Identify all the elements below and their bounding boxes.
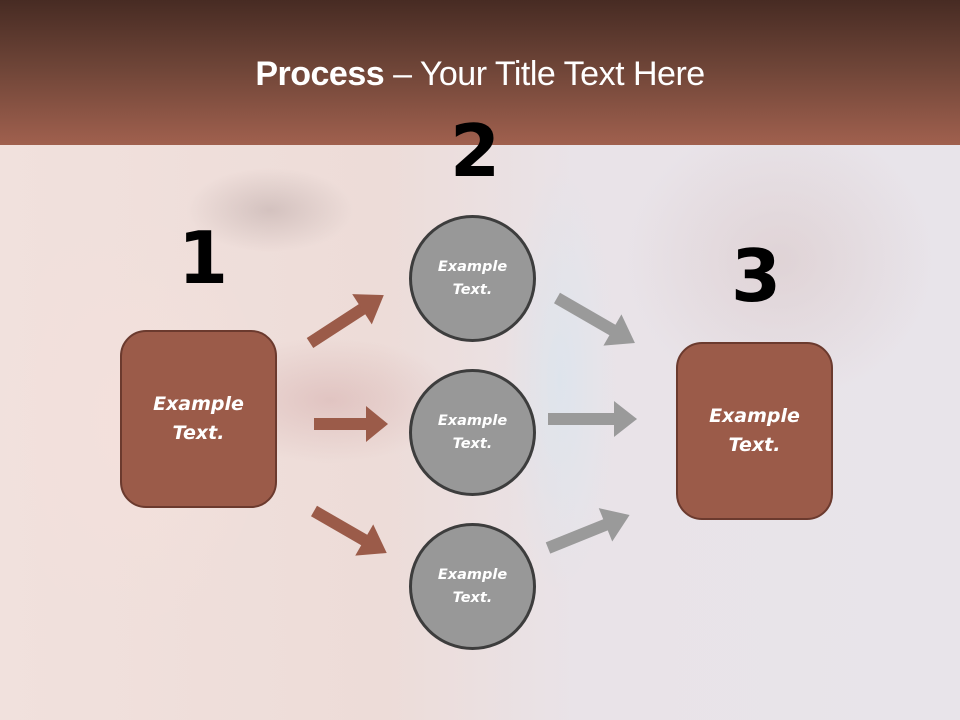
arrow-gray-right: [548, 401, 637, 437]
circle-text-line1: Example: [437, 258, 508, 275]
step-3-box[interactable]: Example Text.: [676, 342, 833, 520]
step-number-1: 1: [178, 216, 229, 300]
arrow-brown-down-right: [311, 505, 387, 556]
step-1-text-line1: Example: [153, 393, 244, 415]
arrow-gray-down-right: [554, 292, 635, 346]
title-bold: Process: [255, 55, 385, 93]
step-2-circle-middle[interactable]: Example Text.: [409, 369, 536, 496]
step-3-text-line2: Text.: [728, 434, 781, 456]
step-1-box[interactable]: Example Text.: [120, 330, 277, 508]
arrow-brown-up-right: [306, 294, 384, 349]
title-bar: [0, 0, 960, 145]
circle-text-line2: Text.: [452, 281, 493, 298]
step-number-3: 3: [731, 234, 782, 318]
step-3-text-line1: Example: [709, 405, 800, 427]
step-number-2: 2: [450, 109, 501, 193]
arrow-gray-up-right: [545, 508, 630, 554]
circle-text-line1: Example: [437, 412, 508, 429]
slide-title: Process – Your Title Text Here: [0, 55, 960, 94]
step-2-circle-top[interactable]: Example Text.: [409, 215, 536, 342]
title-rest: – Your Title Text Here: [384, 55, 705, 93]
arrow-brown-right: [314, 406, 388, 442]
step-1-text-line2: Text.: [172, 422, 225, 444]
circle-text-line1: Example: [437, 566, 508, 583]
circle-text-line2: Text.: [452, 435, 493, 452]
step-2-circle-bottom[interactable]: Example Text.: [409, 523, 536, 650]
circle-text-line2: Text.: [452, 589, 493, 606]
